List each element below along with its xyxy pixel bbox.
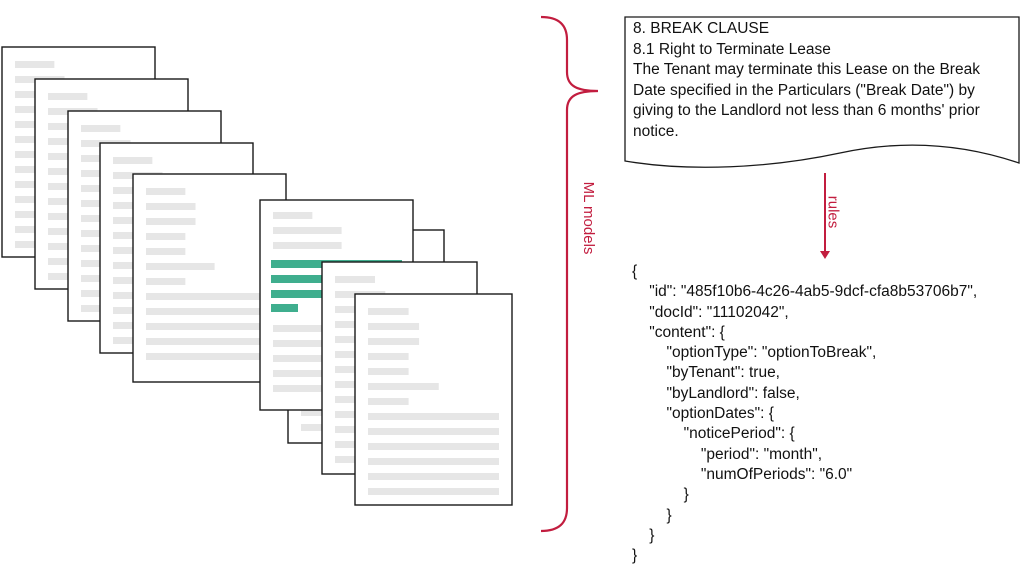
json-line: "byTenant": true, bbox=[632, 364, 780, 382]
text-line-placeholder bbox=[146, 203, 196, 210]
text-line-placeholder bbox=[368, 443, 499, 450]
text-line-placeholder bbox=[368, 488, 499, 495]
json-line: "byLandlord": false, bbox=[632, 384, 800, 402]
json-line: { bbox=[632, 263, 638, 280]
json-line: "period": "month", bbox=[632, 445, 822, 463]
text-line-placeholder bbox=[368, 308, 409, 315]
text-line-placeholder bbox=[146, 323, 273, 330]
text-line-placeholder bbox=[273, 227, 342, 234]
clause-heading: 8. BREAK CLAUSE bbox=[633, 20, 770, 37]
text-line-placeholder bbox=[146, 248, 186, 255]
text-line-placeholder bbox=[368, 458, 499, 465]
clause-body-line: The Tenant may terminate this Lease on t… bbox=[633, 61, 980, 78]
text-line-placeholder bbox=[335, 276, 375, 283]
text-line-placeholder bbox=[273, 212, 313, 219]
text-line-placeholder bbox=[146, 233, 186, 240]
json-line: "id": "485f10b6-4c26-4ab5-9dcf-cfa8b5370… bbox=[632, 283, 978, 301]
text-line-placeholder bbox=[368, 383, 439, 390]
text-line-placeholder bbox=[146, 308, 273, 315]
json-line: } bbox=[632, 506, 672, 524]
break-clause-text: 8. BREAK CLAUSE 8.1 Right to Terminate L… bbox=[633, 19, 1018, 142]
text-line-placeholder bbox=[368, 323, 420, 330]
json-line: "docId": "11102042", bbox=[632, 303, 789, 321]
text-line-placeholder bbox=[368, 368, 409, 375]
highlighted-clause-bar bbox=[271, 304, 298, 312]
text-line-placeholder bbox=[146, 353, 273, 360]
text-line-placeholder bbox=[146, 278, 186, 285]
text-line-placeholder bbox=[113, 157, 153, 164]
rules-label: rules bbox=[824, 195, 842, 229]
text-line-placeholder bbox=[146, 218, 196, 225]
text-line-placeholder bbox=[368, 473, 499, 480]
curly-brace bbox=[540, 15, 599, 533]
clause-document-shape bbox=[624, 16, 1020, 168]
text-line-placeholder bbox=[48, 93, 88, 100]
clause-body-line: giving to the Landlord not less than 6 m… bbox=[633, 102, 980, 119]
clause-body-line: notice. bbox=[633, 122, 679, 140]
clause-subheading: 8.1 Right to Terminate Lease bbox=[633, 40, 831, 58]
ml-models-label: ML models bbox=[580, 181, 597, 255]
extracted-json-output: { "id": "485f10b6-4c26-4ab5-9dcf-cfa8b53… bbox=[632, 262, 977, 566]
json-line: } bbox=[632, 486, 689, 504]
json-line: } bbox=[632, 526, 655, 544]
json-line: } bbox=[632, 547, 638, 565]
json-line: "optionDates": { bbox=[632, 405, 774, 423]
text-line-placeholder bbox=[81, 125, 121, 132]
text-line-placeholder bbox=[368, 413, 499, 420]
json-line: "numOfPeriods": "6.0" bbox=[632, 465, 853, 483]
text-line-placeholder bbox=[146, 188, 186, 195]
json-line: "content": { bbox=[632, 323, 725, 341]
text-line-placeholder bbox=[146, 338, 273, 345]
text-line-placeholder bbox=[146, 263, 215, 270]
text-line-placeholder bbox=[146, 293, 273, 300]
clause-body-line: Date specified in the Particulars ("Brea… bbox=[633, 81, 975, 99]
json-line: "noticePeriod": { bbox=[632, 425, 795, 443]
document-stack bbox=[1, 46, 513, 506]
text-line-placeholder bbox=[273, 242, 342, 249]
text-line-placeholder bbox=[368, 428, 499, 435]
text-line-placeholder bbox=[368, 338, 420, 345]
text-line-placeholder bbox=[368, 398, 409, 405]
json-line: "optionType": "optionToBreak", bbox=[632, 344, 877, 362]
text-line-placeholder bbox=[15, 61, 55, 68]
rules-arrowhead bbox=[820, 251, 830, 259]
text-line-placeholder bbox=[368, 353, 409, 360]
